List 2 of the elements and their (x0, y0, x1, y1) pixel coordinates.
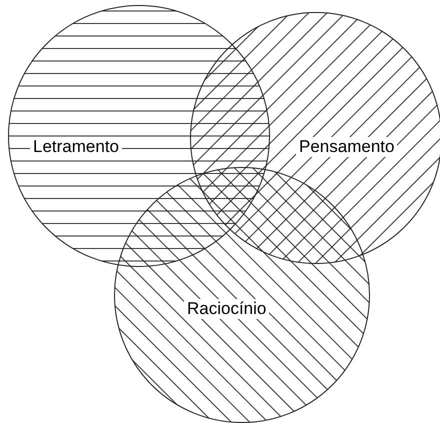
circle-label: Raciocínio (184, 299, 270, 319)
circle-label: Pensamento (296, 137, 398, 157)
